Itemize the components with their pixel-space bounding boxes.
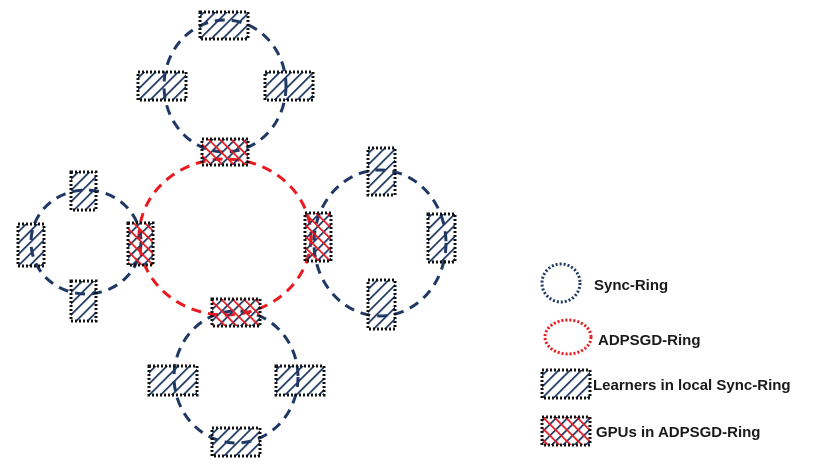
legend-adpsgd-ring-label: ADPSGD-Ring [598,332,701,349]
legend-gpu-label: GPUs in ADPSGD-Ring [596,424,760,441]
learner-box [274,364,326,397]
gpu-box [200,137,250,167]
learner-box [426,212,457,264]
learner-box [16,222,46,268]
gpu-box [210,297,262,328]
legend-gpu-icon [540,415,592,447]
legend-learner-icon [540,368,592,400]
gpu-boxes [126,137,333,328]
learner-box [263,70,315,102]
legend: Sync-Ring ADPSGD-Ring Learners in local … [540,262,791,447]
learner-box [69,170,98,212]
gpu-box [303,211,333,263]
rings [29,18,448,445]
learner-boxes [16,10,457,458]
learner-box [366,278,397,331]
legend-adpsgd-ring-icon [543,318,593,356]
legend-learner-label: Learners in local Sync-Ring [593,377,791,394]
adpsgd-ring [137,157,313,317]
learner-box [198,10,250,41]
legend-sync-ring-icon [540,262,582,304]
learner-box [136,70,188,102]
learner-box [147,364,199,397]
legend-sync-ring-label: Sync-Ring [594,277,668,294]
learner-box [210,426,262,458]
learner-box [69,279,98,323]
gpu-box [126,221,155,267]
learner-box [366,146,397,197]
